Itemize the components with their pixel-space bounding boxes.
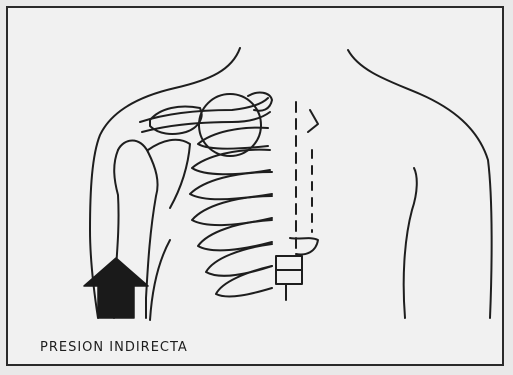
left-torso-side: [150, 240, 170, 320]
right-neck-shoulder-outline: [348, 50, 492, 318]
xiphoid-process: [290, 238, 318, 254]
right-torso-side: [404, 168, 417, 318]
rib-2: [192, 150, 270, 175]
scapula-bone: [148, 140, 190, 208]
figure-caption: PRESION INDIRECTA: [40, 340, 188, 355]
rib-3: [190, 172, 272, 199]
rib-7: [216, 266, 272, 296]
